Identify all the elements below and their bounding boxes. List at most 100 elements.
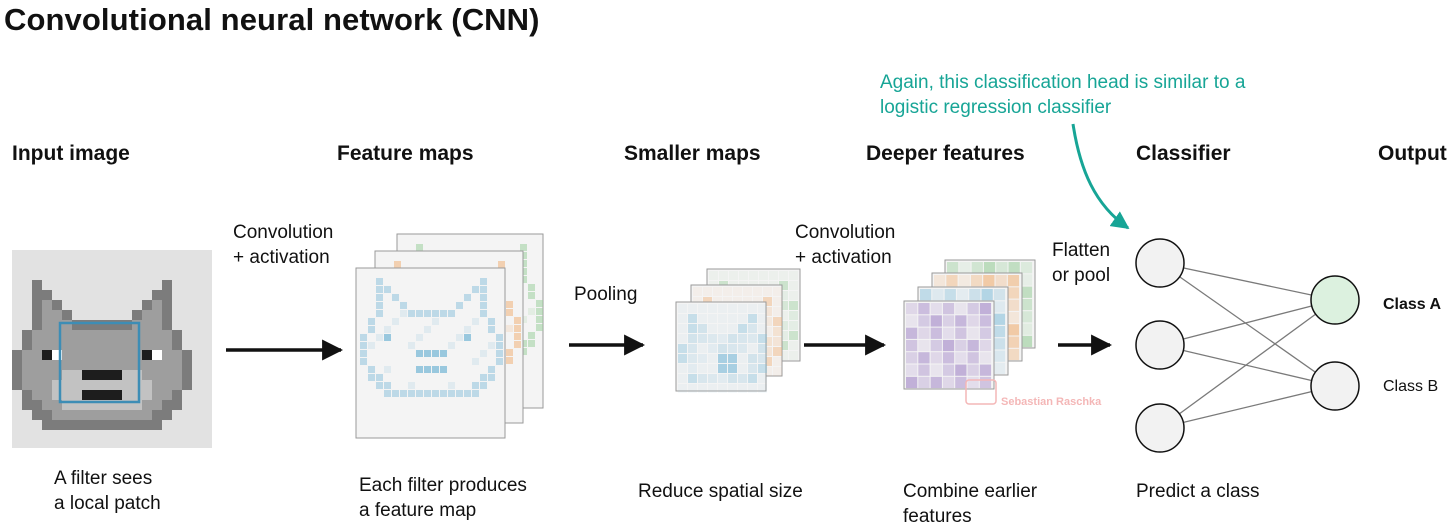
deep-pixel	[958, 275, 970, 287]
edge-h2-a	[1159, 299, 1336, 346]
feature-pixel	[392, 390, 399, 397]
deep-pixel	[934, 275, 946, 287]
cat-pixel	[112, 360, 122, 370]
cat-pixel	[92, 400, 102, 410]
cat-pixel	[42, 360, 52, 370]
cat-pixel	[92, 350, 102, 360]
caption-smaller-maps: Reduce spatial size	[638, 481, 803, 502]
pooled-pixel	[748, 374, 757, 383]
feature-pixel	[392, 294, 399, 301]
pooled-pixel	[779, 291, 788, 300]
pooled-pixel	[678, 374, 687, 383]
cat-pixel	[122, 340, 132, 350]
pooled-pixel	[678, 304, 687, 313]
feature-pixel	[360, 350, 367, 357]
pooled-pixel	[728, 304, 737, 313]
pooled-pixel	[729, 271, 738, 280]
deep-pixel	[906, 327, 918, 339]
cat-pixel	[172, 390, 182, 400]
deep-pixel	[955, 327, 967, 339]
cat-pixel	[52, 340, 62, 350]
feature-pixel	[376, 310, 383, 317]
cat-pixel	[122, 380, 132, 390]
deep-pixel	[918, 303, 930, 315]
cat-pixel	[72, 350, 82, 360]
deep-pixel	[1020, 286, 1033, 298]
feature-pixel	[416, 310, 423, 317]
feature-pixel	[456, 302, 463, 309]
feature-pixel	[506, 325, 513, 332]
cat-pixel	[162, 360, 172, 370]
deep-pixel	[979, 327, 992, 339]
deep-pixel	[1007, 275, 1020, 287]
pooled-pixel	[738, 324, 747, 333]
cat-pixel	[42, 350, 52, 360]
feature-pixel	[514, 333, 521, 340]
pooled-pixel	[758, 324, 767, 333]
deep-pixel	[1007, 299, 1020, 311]
pooled-pixel	[678, 334, 687, 343]
pooled-pixel	[748, 334, 757, 343]
feature-pixel	[368, 318, 375, 325]
deep-pixel	[970, 275, 983, 287]
cat-pixel	[132, 330, 142, 340]
pooled-pixel	[709, 271, 718, 280]
feature-pixel	[488, 318, 495, 325]
pooled-pixel	[758, 354, 767, 363]
cat-pixel	[82, 410, 92, 420]
cat-pixel	[152, 310, 162, 320]
deep-pixel	[993, 338, 1006, 350]
hidden-node-1	[1135, 238, 1185, 288]
pooled-pixel	[678, 354, 687, 363]
cat-pixel	[112, 350, 122, 360]
pooled-pixel	[708, 364, 717, 373]
deep-pixel	[993, 289, 1006, 301]
cat-pixel	[72, 410, 82, 420]
caption-input-image: A filter sees a local patch	[54, 466, 161, 516]
pooled-pixel	[718, 314, 727, 323]
cat-pixel	[102, 360, 112, 370]
cat-pixel	[102, 400, 112, 410]
deep-pixel	[942, 339, 955, 352]
cat-pixel	[52, 350, 62, 360]
deep-pixel	[971, 262, 983, 274]
cat-pixel	[122, 390, 132, 400]
deep-pixel	[956, 289, 969, 301]
feature-pixel	[368, 366, 375, 373]
cat-pixel	[32, 400, 42, 410]
cat-pixel	[122, 360, 132, 370]
pooled-pixel	[718, 334, 727, 343]
cat-pixel	[72, 340, 82, 350]
cat-pixel	[172, 350, 182, 360]
feature-pixel	[432, 350, 439, 357]
deep-pixel	[920, 289, 932, 301]
cat-pixel	[62, 310, 72, 320]
pooled-pixel	[698, 374, 707, 383]
cat-pixel	[72, 380, 82, 390]
cat-pixel	[122, 370, 132, 380]
cat-pixel	[142, 330, 152, 340]
cat-pixel	[92, 360, 102, 370]
feature-pixel	[464, 334, 471, 341]
pooled-pixel	[759, 271, 768, 280]
deep-pixel	[955, 352, 967, 364]
feature-pixel	[376, 382, 383, 389]
deep-pixel	[918, 315, 930, 327]
pooled-pixel	[763, 307, 772, 316]
pooled-pixel	[708, 384, 717, 393]
cat-pixel	[102, 320, 112, 330]
cat-pixel	[12, 380, 22, 390]
annotation-note: Again, this classification head is simil…	[880, 70, 1245, 120]
pooled-pixel	[698, 354, 707, 363]
cat-pixel	[132, 420, 142, 430]
cat-pixel	[32, 340, 42, 350]
pooled-pixel	[758, 334, 767, 343]
cat-pixel	[102, 350, 112, 360]
cat-pixel	[32, 360, 42, 370]
pooled-pixel	[763, 317, 772, 326]
feature-pixel	[432, 318, 439, 325]
cat-pixel	[52, 360, 62, 370]
pooled-pixel	[763, 347, 772, 356]
pooled-pixel	[718, 344, 727, 353]
cat-pixel	[132, 400, 142, 410]
